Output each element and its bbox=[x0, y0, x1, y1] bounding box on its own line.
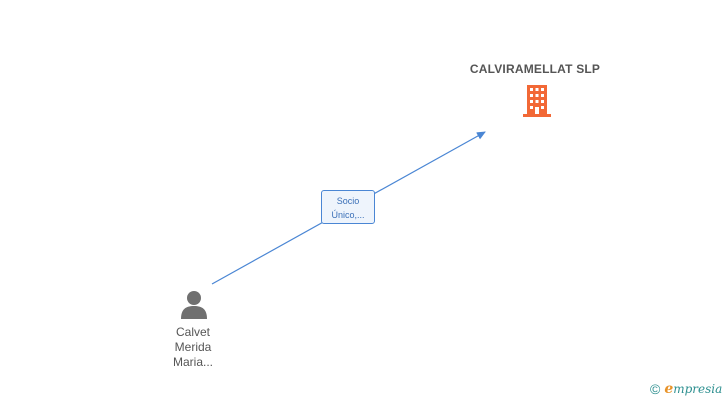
relation-label[interactable]: Socio Único,... bbox=[321, 190, 375, 224]
person-icon[interactable] bbox=[179, 289, 209, 319]
empresia-logo: empresia bbox=[664, 381, 722, 397]
empresia-watermark: © empresia bbox=[650, 380, 722, 398]
logo-text: mpresia bbox=[673, 382, 723, 396]
relation-label-line-2: Único,... bbox=[331, 210, 365, 220]
person-name-line-2: Merida bbox=[174, 340, 212, 354]
person-name-line-3: Maria... bbox=[172, 355, 213, 369]
person-name[interactable]: Calvet Merida Maria... bbox=[152, 325, 234, 370]
relation-label-line-1: Socio bbox=[336, 196, 360, 206]
person-name-line-1: Calvet bbox=[175, 325, 210, 339]
company-name[interactable]: CALVIRAMELLAT SLP bbox=[469, 62, 601, 76]
copyright-icon: © bbox=[650, 381, 661, 397]
logo-initial: e bbox=[664, 381, 674, 397]
building-icon[interactable] bbox=[520, 83, 554, 119]
